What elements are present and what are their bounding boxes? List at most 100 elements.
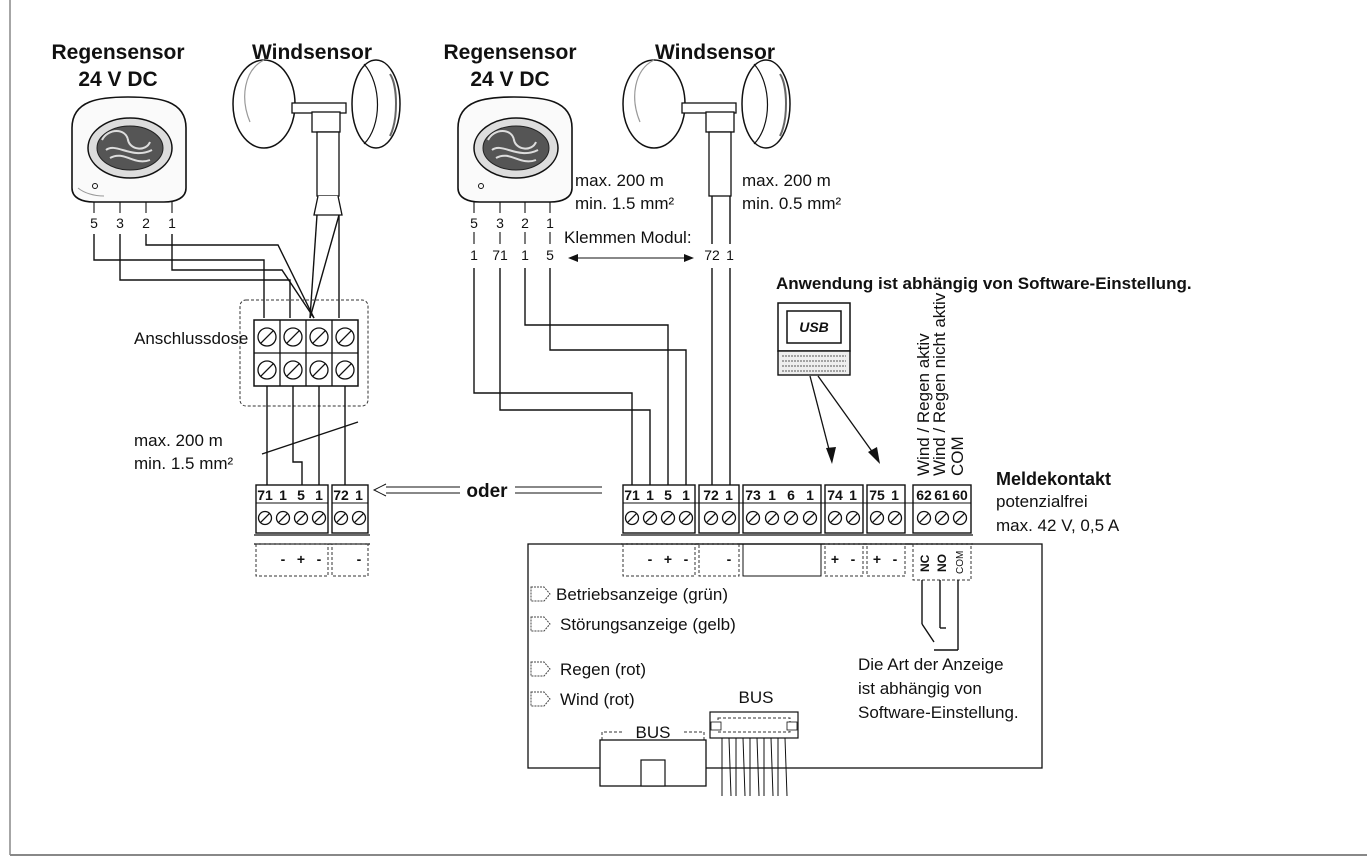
left-terminal-plugs — [254, 534, 370, 577]
rt2-1: 1 — [725, 487, 733, 503]
rt6-60: 60 — [952, 487, 968, 503]
anschlussdose-box — [239, 299, 369, 407]
relay-no: NO — [935, 554, 949, 572]
rs1-a: - — [648, 551, 653, 567]
led-betrieb: Betriebsanzeige (grün) — [556, 585, 728, 604]
right-wire-1: 1 — [546, 215, 554, 231]
left-cable-cross: min. 1.5 mm² — [134, 454, 234, 473]
wind-terminal-1: 1 — [726, 247, 734, 263]
left-sign-a1: - — [281, 551, 286, 567]
left-rain-wire-stubs — [93, 202, 173, 213]
rt3-1b: 1 — [806, 487, 814, 503]
left-cable-length: max. 200 m — [134, 431, 223, 450]
left-terminal-72: 72 — [333, 487, 349, 503]
right-sensor-wiring — [473, 196, 731, 486]
left-wire-1: 1 — [168, 215, 176, 231]
usb-computer-icon — [777, 302, 851, 376]
left-terminal-1a: 1 — [279, 487, 287, 503]
relay-label-inactive: Wind / Regen nicht aktiv — [930, 292, 949, 476]
left-sensor-wiring — [93, 214, 340, 319]
right-rain-voltage: 24 V DC — [470, 68, 549, 91]
right-wire-3: 3 — [496, 215, 504, 231]
klemmen-arrow — [568, 254, 694, 262]
left-wind-title: Windsensor — [252, 41, 372, 64]
left-terminal-71: 71 — [257, 487, 273, 503]
left-sign-b1: - — [357, 551, 362, 567]
rs5-a: + — [873, 551, 881, 567]
anschlussdose-screws — [257, 327, 355, 380]
rt4-1: 1 — [849, 487, 857, 503]
bus-label-left: BUS — [636, 723, 671, 742]
left-wind-sensor-icon — [232, 59, 401, 216]
left-junction-wiring — [261, 386, 359, 486]
left-sign-a2: + — [297, 551, 305, 567]
module-terminal-5: 5 — [546, 247, 554, 263]
rt1-71: 71 — [624, 487, 640, 503]
rs1-c: - — [684, 551, 689, 567]
display-note-2: ist abhängig von — [858, 679, 982, 698]
rt6-61: 61 — [934, 487, 950, 503]
relay-com: COM — [955, 551, 966, 574]
right-rain-title: Regensensor — [443, 41, 576, 64]
rs5-b: - — [893, 551, 898, 567]
module-terminal-1b: 1 — [521, 247, 529, 263]
rain-cable-length: max. 200 m — [575, 171, 664, 190]
oder-label: oder — [466, 481, 508, 502]
left-terminal-block-b — [331, 484, 369, 534]
klemmen-modul-label: Klemmen Modul: — [564, 228, 692, 247]
led-stoerung: Störungsanzeige (gelb) — [560, 615, 736, 634]
left-terminal-1c: 1 — [355, 487, 363, 503]
left-terminal-block-a — [255, 484, 329, 534]
left-terminal-screws — [257, 510, 367, 526]
right-terminal-screws — [624, 510, 968, 526]
left-terminal-5: 5 — [297, 487, 305, 503]
relay-switch-icon — [921, 580, 959, 651]
relay-label-com: COM — [948, 436, 967, 476]
relay-label-active: Wind / Regen aktiv — [914, 333, 933, 476]
meldekontakt-rating: max. 42 V, 0,5 A — [996, 516, 1120, 535]
right-wire-5: 5 — [470, 215, 478, 231]
left-rain-sensor-icon — [71, 96, 187, 203]
left-wire-3: 3 — [116, 215, 124, 231]
right-terminal-blocks — [621, 484, 973, 581]
wind-cable-length: max. 200 m — [742, 171, 831, 190]
rt2-72: 72 — [703, 487, 719, 503]
rt1-5: 5 — [664, 487, 672, 503]
rt1-1a: 1 — [646, 487, 654, 503]
display-note-1: Die Art der Anzeige — [858, 655, 1004, 674]
led-wind: Wind (rot) — [560, 690, 635, 709]
oder-arrow — [372, 483, 602, 497]
rt4-74: 74 — [827, 487, 843, 503]
rt5-75: 75 — [869, 487, 885, 503]
bus-connector-right — [709, 711, 799, 797]
left-sign-a3: - — [317, 551, 322, 567]
left-terminal-1b: 1 — [315, 487, 323, 503]
rt3-73: 73 — [745, 487, 761, 503]
right-rain-sensor-icon — [457, 96, 573, 203]
display-note-3: Software-Einstellung. — [858, 703, 1019, 722]
right-wire-2: 2 — [521, 215, 529, 231]
rt3-6: 6 — [787, 487, 795, 503]
bus-label-right: BUS — [739, 688, 774, 707]
rain-cable-cross: min. 1.5 mm² — [575, 194, 675, 213]
rt1-1b: 1 — [682, 487, 690, 503]
anschlussdose-label: Anschlussdose — [134, 329, 248, 348]
led-regen: Regen (rot) — [560, 660, 646, 679]
wind-cable-cross: min. 0.5 mm² — [742, 194, 842, 213]
rt5-1: 1 — [891, 487, 899, 503]
module-terminal-1a: 1 — [470, 247, 478, 263]
rs4-a: + — [831, 551, 839, 567]
right-wind-title: Windsensor — [655, 41, 775, 64]
left-wire-2: 2 — [142, 215, 150, 231]
usb-arrows — [809, 375, 880, 464]
rs2-a: - — [727, 551, 732, 567]
meldekontakt-desc: potenzialfrei — [996, 492, 1088, 511]
meldekontakt-title: Meldekontakt — [996, 469, 1111, 489]
bus-connector-left — [599, 731, 707, 787]
rs4-b: - — [851, 551, 856, 567]
module-terminal-71: 71 — [492, 247, 508, 263]
right-rain-wire-stubs — [473, 202, 551, 244]
right-wind-sensor-icon — [622, 59, 791, 197]
left-rain-title: Regensensor — [51, 41, 184, 64]
